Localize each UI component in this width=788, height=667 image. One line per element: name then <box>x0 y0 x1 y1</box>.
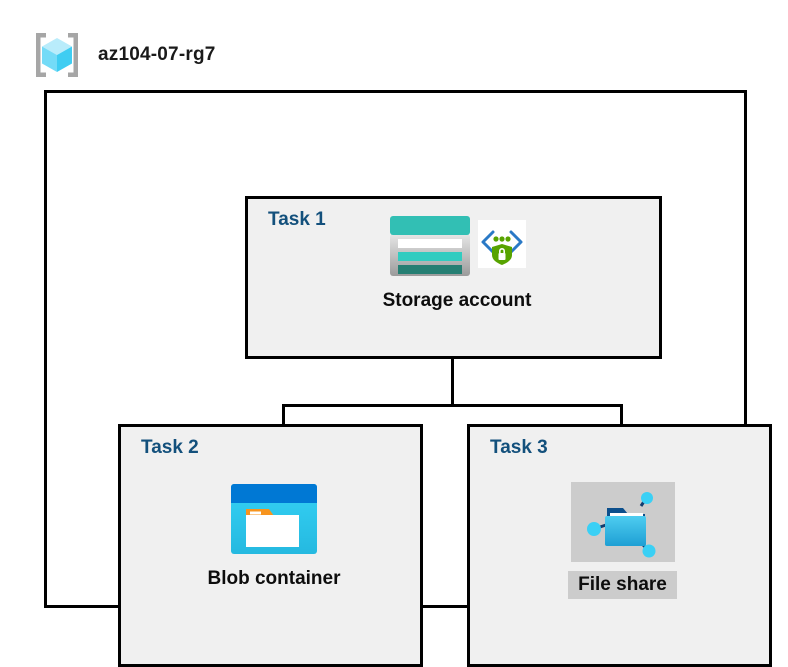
private-endpoint-icon <box>478 220 526 268</box>
storage-account-icon <box>388 214 472 278</box>
blob-container-node: Blob container <box>169 482 379 593</box>
resource-group-container: Task 1 <box>44 90 772 667</box>
task-2-box: Task 2 <box>118 424 423 667</box>
file-share-icon-highlight <box>570 482 675 562</box>
file-share-caption: File share <box>568 571 677 599</box>
connector-bus <box>282 404 623 407</box>
storage-account-caption: Storage account <box>382 290 532 311</box>
task-1-box: Task 1 <box>245 196 662 359</box>
storage-account-icon-row <box>388 214 526 278</box>
file-share-icon <box>583 488 663 560</box>
file-share-node: File share <box>515 482 730 599</box>
resource-group-name: az104-07-rg7 <box>98 44 216 65</box>
task-3-label: Task 3 <box>490 437 548 458</box>
blob-container-caption: Blob container <box>207 568 341 589</box>
resource-group-cube-icon <box>30 28 84 82</box>
task-1-label: Task 1 <box>268 209 326 230</box>
resource-group-header: az104-07-rg7 <box>30 28 216 82</box>
blob-container-icon <box>229 482 319 556</box>
storage-account-node: Storage account <box>352 214 562 315</box>
connector-trunk <box>451 359 454 407</box>
task-3-box: Task 3 <box>467 424 772 667</box>
task-2-label: Task 2 <box>141 437 199 458</box>
